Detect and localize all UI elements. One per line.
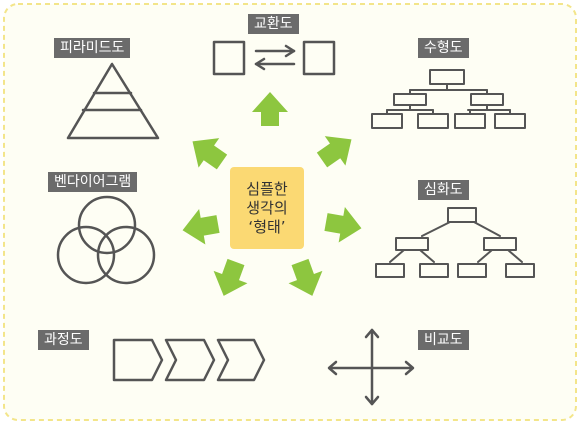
arrow-upper-right [316, 136, 352, 168]
exchange-diagram [212, 40, 336, 76]
venn-diagram [56, 195, 156, 285]
process-diagram [112, 338, 266, 382]
arrow-left [182, 209, 220, 245]
label-comparison: 비교도 [418, 330, 469, 350]
label-process: 과정도 [38, 330, 89, 350]
deepening-diagram [375, 207, 535, 278]
arrow-lower-left [213, 258, 248, 296]
arrow-upper-left [192, 138, 228, 170]
tree-diagram [371, 69, 526, 129]
label-pyramid: 피라미드도 [54, 38, 131, 58]
label-tree: 수형도 [418, 38, 469, 58]
center-line-1: 심플한 [246, 179, 288, 198]
arrows [182, 92, 362, 296]
arrow-lower-right [288, 258, 323, 296]
pyramid-diagram [66, 62, 160, 140]
center-line-3: ‘형태’ [248, 217, 286, 236]
center-line-2: 생각의 [246, 198, 288, 217]
center-caption: 심플한 생각의 ‘형태’ [230, 167, 304, 249]
arrow-up [252, 92, 288, 126]
comparison-diagram [327, 328, 415, 406]
label-deepening: 심화도 [418, 180, 469, 200]
label-exchange: 교환도 [248, 14, 299, 34]
center-box [230, 167, 304, 249]
label-venn: 벤다이어그램 [48, 172, 138, 192]
arrow-right [324, 207, 362, 243]
